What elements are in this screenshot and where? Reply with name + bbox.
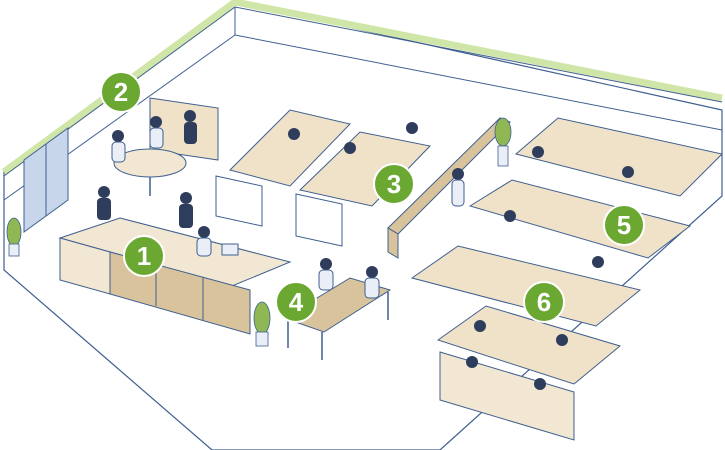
person bbox=[534, 378, 546, 390]
person bbox=[184, 122, 197, 144]
person bbox=[97, 198, 111, 220]
marker-1: 1 bbox=[123, 235, 165, 277]
person bbox=[474, 320, 486, 332]
marker-label: 6 bbox=[537, 287, 551, 317]
person bbox=[504, 210, 516, 222]
person bbox=[366, 266, 378, 278]
person bbox=[406, 122, 418, 134]
counter-side bbox=[59, 237, 111, 295]
person bbox=[198, 226, 210, 238]
person bbox=[180, 192, 192, 204]
marker-circle bbox=[275, 281, 317, 323]
bookshelf bbox=[295, 193, 343, 247]
person bbox=[364, 277, 380, 299]
marker-circle bbox=[373, 163, 415, 205]
person bbox=[556, 334, 568, 346]
consult-desk bbox=[282, 277, 392, 333]
marker-label: 2 bbox=[114, 77, 128, 107]
wall-base-back bbox=[234, 34, 723, 131]
marker-4: 4 bbox=[275, 281, 317, 323]
person bbox=[622, 166, 634, 178]
monitor bbox=[221, 243, 239, 256]
wall-top-rail bbox=[1, 0, 723, 175]
person bbox=[344, 142, 356, 154]
person bbox=[532, 146, 544, 158]
person bbox=[288, 128, 300, 140]
marker-3: 3 bbox=[373, 163, 415, 205]
consultation-area bbox=[282, 258, 392, 360]
marker-label: 4 bbox=[289, 287, 304, 317]
person bbox=[184, 110, 196, 122]
plant-icon bbox=[6, 217, 22, 257]
meeting-area bbox=[111, 97, 219, 196]
marker-circle bbox=[100, 71, 142, 113]
library-area bbox=[215, 109, 511, 259]
cubicle-block bbox=[514, 117, 723, 197]
person bbox=[112, 130, 124, 142]
person bbox=[179, 204, 193, 228]
marker-circle bbox=[523, 281, 565, 323]
person bbox=[452, 168, 464, 180]
person bbox=[451, 179, 465, 207]
desk-row bbox=[298, 131, 431, 207]
marker-2: 2 bbox=[100, 71, 142, 113]
person bbox=[150, 116, 162, 128]
bookshelf bbox=[215, 175, 263, 227]
person bbox=[149, 127, 164, 149]
desk-row bbox=[229, 109, 351, 187]
marker-6: 6 bbox=[523, 281, 565, 323]
plant-icon bbox=[253, 301, 271, 347]
person bbox=[98, 186, 110, 198]
partition-wall bbox=[387, 227, 399, 259]
marker-label: 5 bbox=[617, 210, 631, 240]
marker-label: 1 bbox=[137, 241, 151, 271]
cubicle-front bbox=[439, 351, 575, 441]
person bbox=[196, 237, 212, 257]
person bbox=[592, 256, 604, 268]
marker-circle bbox=[603, 204, 645, 246]
person bbox=[318, 269, 334, 291]
marker-label: 3 bbox=[387, 169, 401, 199]
plant-icon bbox=[494, 117, 512, 167]
person bbox=[111, 141, 126, 163]
person bbox=[320, 258, 332, 270]
person bbox=[466, 356, 478, 368]
marker-5: 5 bbox=[603, 204, 645, 246]
marker-circle bbox=[123, 235, 165, 277]
